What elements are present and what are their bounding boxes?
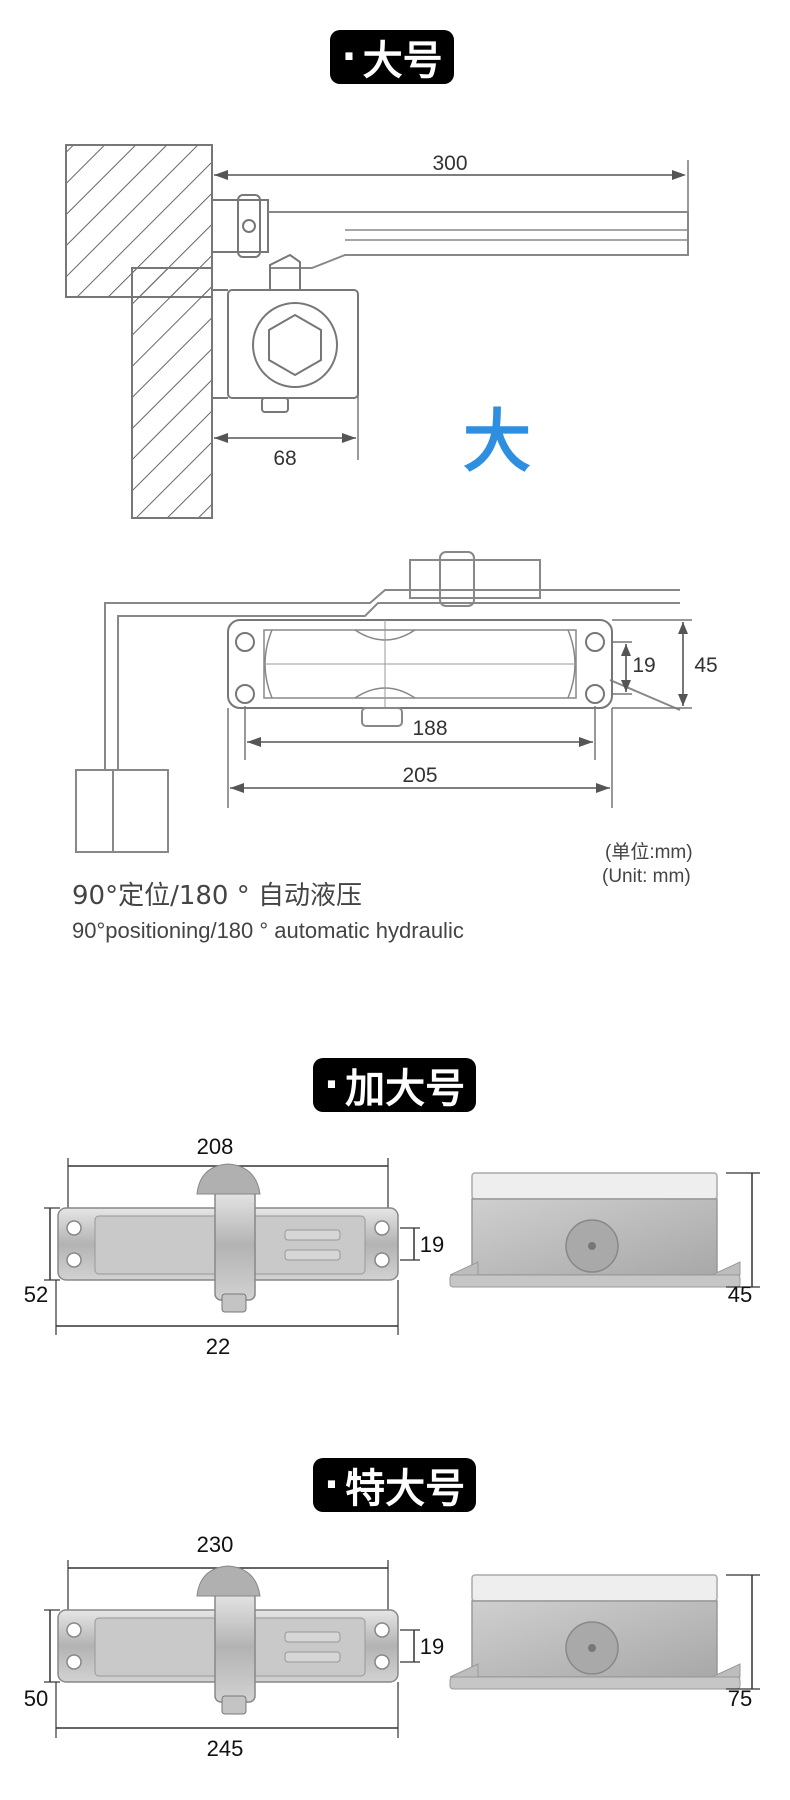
- dim-body-offset: 68: [273, 447, 296, 470]
- dim-top: 230: [197, 1532, 234, 1557]
- dim-outer-length: 205: [402, 764, 437, 787]
- caption-cn: 90°定位/180 ° 自动液压: [72, 881, 362, 911]
- section-title-extra-large: ·加大号: [313, 1058, 476, 1112]
- top-view-diagram: 300 68 大 19 45: [65, 144, 718, 911]
- dim-left: 50: [24, 1686, 48, 1711]
- caption-en-wrap: 90°positioning/180 ° automatic hydraulic: [72, 918, 464, 943]
- section-title-large: ·大号: [330, 30, 454, 84]
- unit-label-cn: (单位:mm): [605, 841, 693, 863]
- section-title-label: 特大号: [345, 1466, 466, 1512]
- dim-hole-spacing: 19: [632, 654, 655, 677]
- dim-inner-length: 188: [412, 717, 447, 740]
- caption-en: 90°positioning/180 ° automatic hydraulic: [72, 918, 464, 943]
- dim-bottom: 245: [207, 1736, 244, 1761]
- dim-left: 52: [24, 1282, 48, 1307]
- dim-hole: 19: [420, 1232, 444, 1257]
- bullet-dot: ·: [341, 34, 357, 80]
- door-leaf-hatch: [131, 267, 213, 519]
- section-title-label: 加大号: [345, 1066, 466, 1112]
- bullet-dot: ·: [323, 1062, 340, 1108]
- bullet-dot: ·: [323, 1462, 340, 1508]
- super-large-diagram: 230 19 50 245 75: [24, 1532, 760, 1761]
- dim-height: 45: [694, 654, 717, 677]
- dim-hole: 19: [420, 1634, 444, 1659]
- size-marker-char: 大: [463, 403, 531, 482]
- section-title-label: 大号: [362, 38, 443, 84]
- extra-large-diagram: 208 19 52 22 45: [24, 1134, 760, 1359]
- unit-label-en: (Unit: mm): [602, 866, 691, 887]
- section-title-super-large: ·特大号: [313, 1458, 476, 1512]
- dim-right: 75: [728, 1686, 752, 1711]
- dim-top: 208: [197, 1134, 234, 1159]
- dim-bottom: 22: [206, 1334, 230, 1359]
- dim-arm-length: 300: [432, 152, 467, 175]
- dim-right: 45: [728, 1282, 752, 1307]
